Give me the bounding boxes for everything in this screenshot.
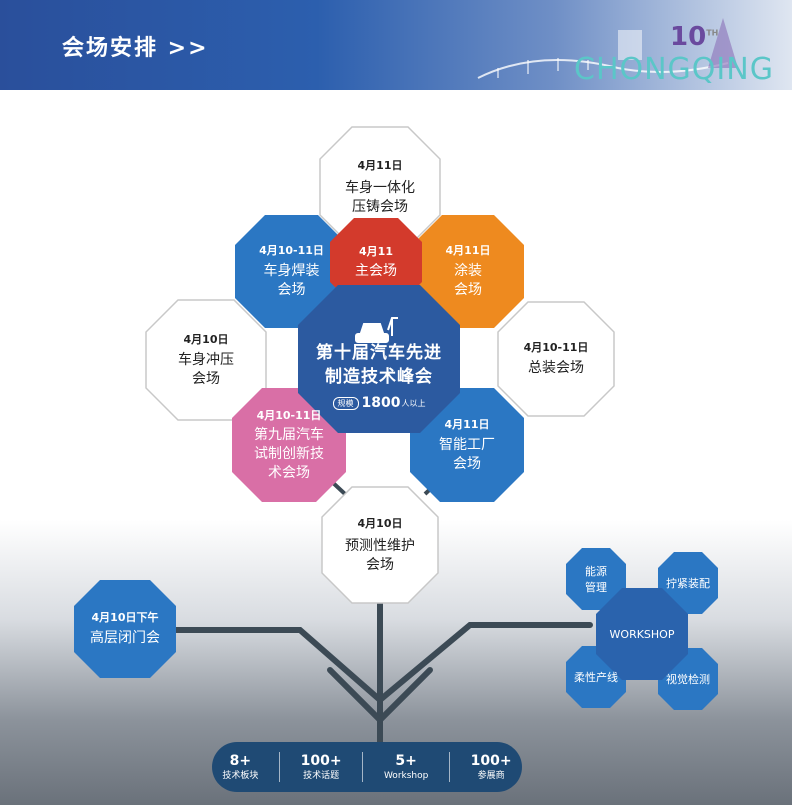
venue-body-stamping: 4月10日 车身冲压 会场 <box>178 332 234 387</box>
stat-divider <box>279 752 280 782</box>
venue-smart-factory: 4月11日 智能工厂 会场 <box>439 417 495 472</box>
workshop-center: WORKSHOP <box>609 627 675 641</box>
octagon-closed <box>74 580 176 678</box>
stat-tech-sections: 8+ 技术板块 <box>222 752 259 781</box>
venue-trial-production: 4月10-11日 第九届汽车 试制创新技 术会场 <box>254 408 324 481</box>
octagon-ws-tighten <box>658 552 718 614</box>
summit-center: 第十届汽车先进 制造技术峰会 规模 1800 人以上 <box>316 343 442 411</box>
logo-wordmark: CHONGQING <box>574 52 774 87</box>
octagon-ws-center <box>596 588 688 680</box>
stat-workshops: 5+ Workshop <box>383 752 429 781</box>
chongqing-logo <box>477 18 738 79</box>
venue-main-hall: 4月11 主会场 <box>355 244 397 279</box>
header-banner: 会场安排 >> <box>0 0 792 90</box>
workshop-vision-inspection: 视觉检测 <box>666 673 710 686</box>
stat-tech-topics: 100+ 技术话题 <box>300 752 342 781</box>
venue-executive-closed-door: 4月10日下午 高层闭门会 <box>90 611 160 646</box>
venue-painting: 4月11日 涂装 会场 <box>445 244 491 298</box>
octagon-main <box>330 218 422 306</box>
venue-body-casting: 4月11日 车身一体化 压铸会场 <box>345 158 415 215</box>
stat-divider <box>362 752 364 782</box>
octagon-painting <box>412 215 524 328</box>
workshop-energy-management: 能源 管理 <box>585 565 607 594</box>
logo-number: 10TH <box>670 22 719 52</box>
octagon-trial <box>232 388 346 502</box>
octagon-smart <box>410 388 524 502</box>
venue-general-assembly: 4月10-11日 总装会场 <box>523 341 589 376</box>
workshop-tightening: 拧紧装配 <box>666 577 710 590</box>
workshop-flexible-line: 柔性产线 <box>574 671 618 684</box>
car-robot-icon <box>355 317 398 343</box>
octagon-predict <box>321 486 439 604</box>
venue-body-welding: 4月10-11日 车身焊装 会场 <box>259 244 324 298</box>
octagon-welding <box>235 215 348 328</box>
scale-badge: 规模 1800 人以上 <box>332 395 425 411</box>
page-title: 会场安排 >> <box>62 36 209 61</box>
octagon-ws-energy <box>566 548 626 610</box>
stats-bar: 8+ 技术板块 100+ 技术话题 5+ Workshop 100+ 参展商 <box>212 742 522 792</box>
octagon-assembly <box>497 301 615 417</box>
octagon-center <box>298 285 460 433</box>
stat-exhibitors: 100+ 参展商 <box>470 752 512 781</box>
stat-divider <box>449 752 450 782</box>
venue-predictive-maintenance: 4月10日 预测性维护 会场 <box>345 516 415 573</box>
